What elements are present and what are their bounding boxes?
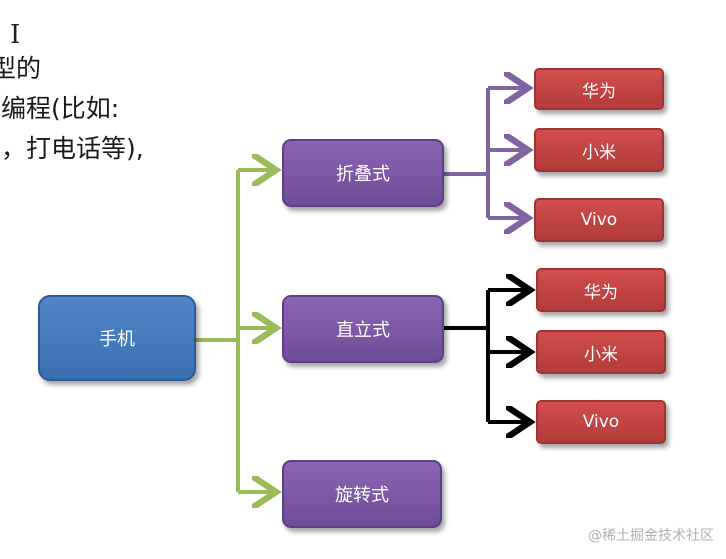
node-upright-huawei: 华为 xyxy=(536,268,666,312)
node-rotating: 旋转式 xyxy=(282,460,442,528)
node-foldable-vivo: Vivo xyxy=(534,198,664,242)
text-cursor-icon: I xyxy=(10,20,21,50)
background-text-line-2: 非编程(比如: xyxy=(0,94,120,123)
background-text-line-1: 类型的 xyxy=(0,54,42,83)
node-upright-vivo: Vivo xyxy=(536,400,666,444)
node-foldable-xiaomi: 小米 xyxy=(534,128,664,172)
root-connectors xyxy=(196,170,276,492)
node-upright-xiaomi: 小米 xyxy=(536,330,666,374)
node-foldable-huawei: 华为 xyxy=(534,68,664,110)
node-upright: 直立式 xyxy=(282,295,444,363)
node-foldable: 折叠式 xyxy=(282,139,444,207)
node-phone: 手机 xyxy=(38,295,196,381)
upright-connectors xyxy=(444,290,530,422)
foldable-connectors xyxy=(444,88,528,218)
background-text-line-3: 图，打电话等), xyxy=(0,134,144,163)
watermark: @稀土掘金技术社区 xyxy=(588,528,714,544)
